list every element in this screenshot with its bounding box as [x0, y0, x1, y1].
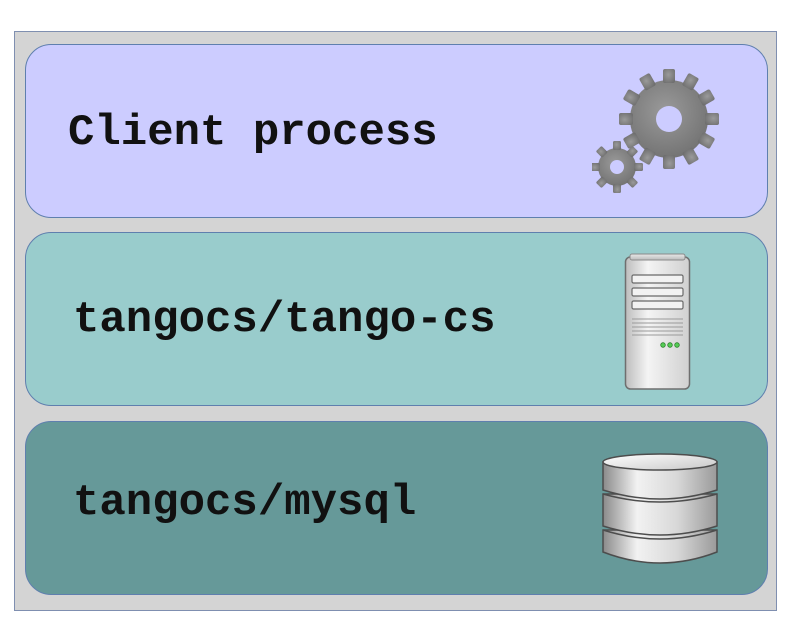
layer-client-process: Client process [25, 44, 768, 218]
layer-tango-cs: tangocs/tango-cs [25, 232, 768, 406]
layer-label: tangocs/tango-cs [73, 295, 496, 345]
layer-label: Client process [68, 108, 438, 158]
gears-icon [591, 69, 727, 204]
layer-label: tangocs/mysql [73, 478, 417, 528]
database-icon [600, 452, 720, 575]
server-icon [624, 253, 692, 398]
layer-mysql: tangocs/mysql [25, 421, 768, 595]
